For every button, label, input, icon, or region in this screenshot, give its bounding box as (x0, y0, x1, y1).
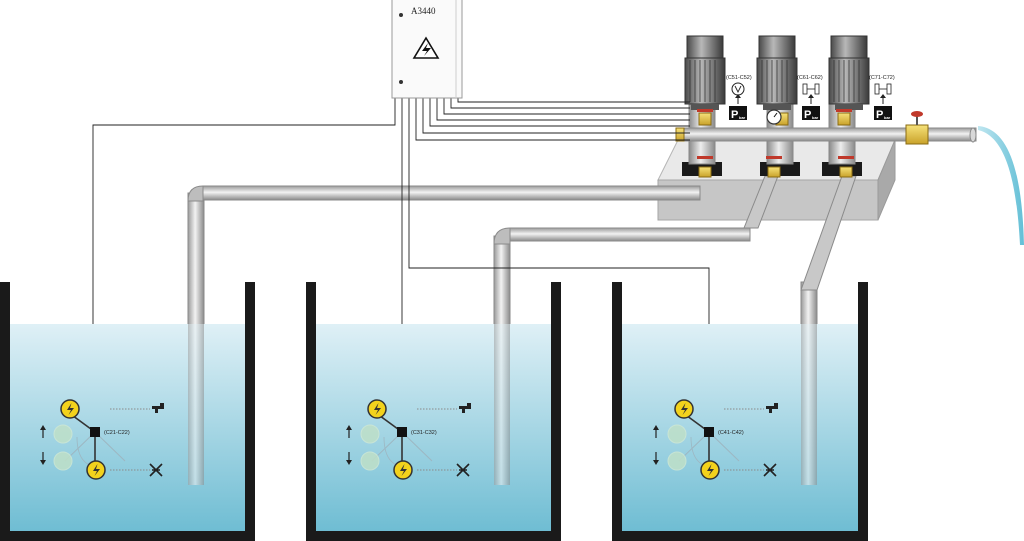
down-arrow-icon (40, 452, 46, 465)
tap-icon (766, 403, 778, 413)
tank-3-sensor: (C41-C42) (653, 399, 778, 480)
pump-sensor-label-1: (C51-C52) (726, 75, 752, 81)
svg-text:P: P (876, 109, 883, 121)
tap-icon (152, 403, 164, 413)
controller-box[interactable]: A3440 (391, 0, 463, 99)
pump-sensor-3: (C71-C72) P bar (869, 75, 895, 121)
high-voltage-icon (412, 36, 440, 59)
flow-switch-icon (731, 82, 745, 104)
pressure-switch-icon (802, 83, 820, 104)
up-arrow-icon (40, 425, 46, 438)
svg-text:bar: bar (884, 115, 891, 120)
float-switch-top (367, 399, 387, 419)
tank-1-pipe-overlay (188, 324, 204, 485)
control-cables (92, 98, 710, 432)
pressure-switch-icon (874, 83, 892, 104)
tank-sensor-label-3: (C41-C42) (718, 430, 744, 436)
float-switch-bottom (700, 460, 720, 480)
outflow-water-stream (978, 126, 1024, 245)
tank-water (622, 324, 858, 531)
controller-label: A3440 (411, 6, 436, 16)
tank-sensor-label-1: (C21-C22) (104, 430, 130, 436)
tank-2 (306, 282, 561, 541)
up-arrow-icon (346, 425, 352, 438)
svg-text:P: P (804, 109, 811, 121)
svg-text:bar: bar (739, 115, 746, 120)
pressure-gauge-icon (766, 109, 782, 125)
tank-3-pipe-overlay (801, 324, 817, 485)
dry-run-icon (763, 463, 777, 477)
tank-water (316, 324, 551, 531)
float-switch-bottom (86, 460, 106, 480)
down-arrow-icon (346, 452, 352, 465)
down-arrow-icon (653, 452, 659, 465)
pump-sensor-1: (C51-C52) P bar (726, 75, 752, 121)
pressure-box-1: P bar (729, 106, 747, 121)
pump-sensor-label-3: (C71-C72) (869, 75, 895, 81)
pressure-box-2: P bar (802, 106, 820, 121)
float-switch-bottom (393, 460, 413, 480)
pump-sensor-2: (C61-C62) P bar (766, 75, 823, 125)
up-arrow-icon (653, 425, 659, 438)
svg-text:P: P (731, 109, 738, 121)
discharge-header-pipe (679, 127, 977, 142)
outlet-valve (905, 111, 977, 145)
svg-text:bar: bar (812, 115, 819, 120)
tank-2-pipe-overlay (494, 324, 510, 485)
header-end-cap (675, 127, 685, 142)
tank-3 (612, 282, 868, 541)
float-switch-top (674, 399, 694, 419)
dry-run-icon (149, 463, 163, 477)
dry-run-icon (456, 463, 470, 477)
pump-sensor-label-2: (C61-C62) (797, 75, 823, 81)
float-switch-top (60, 399, 80, 419)
tank-2-sensor: (C31-C32) (346, 399, 471, 480)
tap-icon (459, 403, 471, 413)
tank-1 (0, 282, 255, 541)
pressure-box-3: P bar (874, 106, 892, 121)
tank-water (10, 324, 245, 531)
tank-sensor-label-2: (C31-C32) (411, 430, 437, 436)
tank-1-sensor: (C21-C22) (40, 399, 164, 480)
motor-fins (689, 60, 860, 102)
